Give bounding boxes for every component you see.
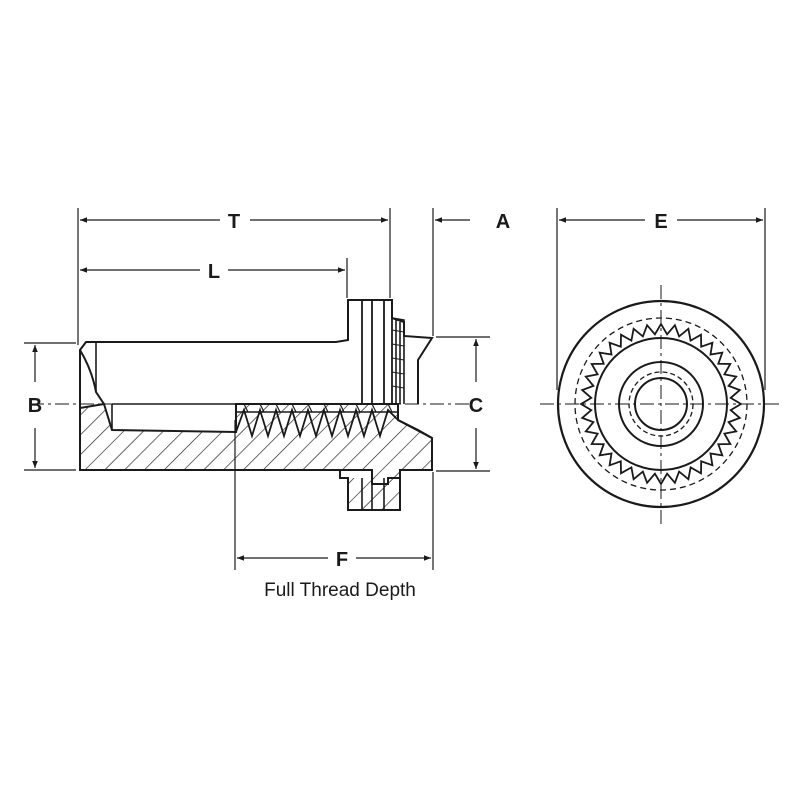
lower-flange [347,478,401,511]
shank-lead [79,349,105,405]
knurl-teeth [579,322,743,486]
bore-thread-dashed [628,371,694,437]
dim-label-C: C [469,395,483,417]
knurl-band [391,317,405,404]
outer-flange-circle [556,299,766,509]
shank-circle [594,337,728,471]
bore-circle [634,377,688,431]
upper-flange-grooves [361,300,393,404]
dim-label-B: B [28,395,42,417]
thread-profile [235,406,399,440]
knurl-outer-dashed [574,317,748,491]
dim-label-F: F [336,549,348,571]
thread-crest-ticks [243,403,393,413]
dim-label-T: T [228,211,240,233]
body-section-hatched [79,402,433,485]
dim-label-L: L [208,261,220,283]
knurl-ticks [391,329,405,389]
side-dimensions: T L A B C F Full Thread Depth [24,208,510,601]
bore-top-line [111,403,236,430]
dim-label-E: E [654,211,667,233]
end-view: E [540,208,782,525]
counterbore-step [397,419,433,439]
side-view [30,299,470,511]
counterbore-circle [618,361,704,447]
caption-full-thread-depth: Full Thread Depth [264,580,416,601]
dim-label-A: A [496,211,510,233]
